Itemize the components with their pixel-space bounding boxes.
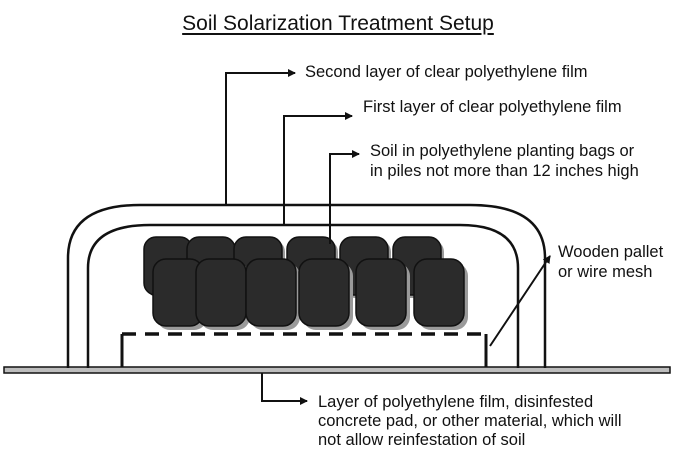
- leader-second-layer: [225, 69, 296, 205]
- leader-base: [261, 373, 308, 405]
- label-base-layer: Layer of polyethylene film, disinfested …: [318, 393, 622, 449]
- label-second-film-layer: Second layer of clear polyethylene film: [305, 63, 588, 81]
- ground-line: [3, 366, 671, 374]
- second-film-layer: [66, 203, 547, 368]
- pallet: [120, 332, 488, 367]
- leader-first-layer: [283, 112, 353, 225]
- first-film-layer: [86, 223, 520, 368]
- label-soil-bags: Soil in polyethylene planting bags or in…: [370, 142, 639, 180]
- leader-pallet: [489, 255, 551, 347]
- leader-soil: [329, 150, 360, 244]
- label-pallet: Wooden pallet or wire mesh: [558, 243, 664, 281]
- label-first-film-layer: First layer of clear polyethylene film: [363, 98, 622, 116]
- planting-bags-front-row: [152, 258, 468, 330]
- diagram-title: Soil Solarization Treatment Setup: [182, 12, 494, 35]
